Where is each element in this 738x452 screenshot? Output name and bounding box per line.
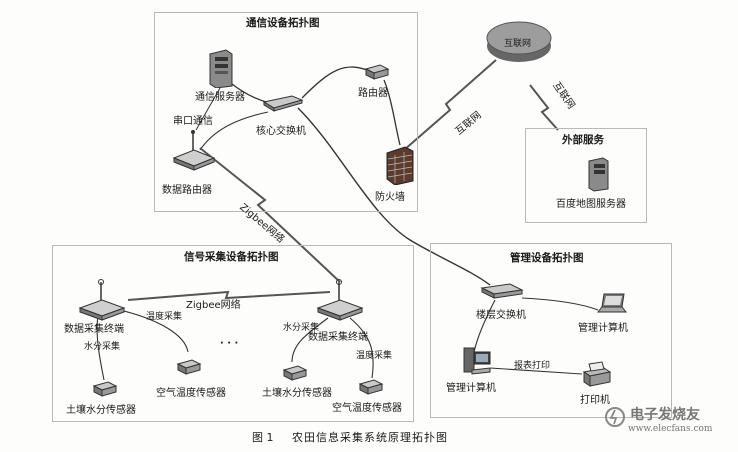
map-server-icon (588, 157, 609, 192)
floor-switch-label: 楼层交换机 (476, 310, 526, 321)
laptop-icon (596, 293, 628, 313)
air-temp-sensor-2-icon (358, 379, 384, 395)
data-router-label: 数据路由器 (162, 185, 212, 196)
laptop-pc-label: 管理计算机 (578, 323, 628, 334)
internet-cloud-label: 互联网 (504, 39, 532, 49)
terminal-right-label: 数据采集终端 (308, 332, 368, 343)
printer-label: 打印机 (580, 395, 610, 406)
terminal-left-icon (78, 279, 126, 321)
air-temp-sensor-2-label: 空气温度传感器 (332, 403, 402, 414)
watermark-logo-icon (605, 407, 625, 427)
external-panel (525, 128, 647, 223)
firewall-label: 防火墙 (375, 192, 405, 203)
server-icon (209, 49, 233, 88)
terminal-left-label: 数据采集终端 (64, 324, 124, 335)
comm-panel-title: 通信设备拓扑图 (246, 17, 320, 29)
floor-switch-icon (480, 283, 524, 299)
air-temp-sensor-1-icon (176, 359, 202, 375)
firewall-icon (386, 146, 414, 185)
internet-icon (486, 21, 552, 62)
printer-icon (582, 361, 612, 387)
watermark-cn: 电子发烧友 (630, 407, 700, 423)
external-panel-title: 外部服务 (562, 134, 604, 146)
watermark-en: www.elecfans.com (628, 424, 713, 434)
temp-collect-right-label: 温度采集 (356, 351, 393, 361)
report-print-label: 报表打印 (514, 361, 551, 371)
terminal-right-icon (316, 279, 364, 321)
switch-icon (262, 95, 304, 112)
desktop-pc-label: 管理计算机 (446, 383, 496, 394)
core-switch-label: 核心交换机 (256, 126, 306, 137)
temp-collect-left-label: 温度采集 (146, 312, 183, 322)
signal-panel (52, 245, 414, 422)
mgmt-panel (430, 243, 672, 418)
soil-sensor-2-label: 土壤水分传感器 (262, 388, 332, 399)
figure-caption: 农田信息采集系统原理拓扑图 (292, 431, 448, 444)
moisture-collect-right-label: 水分采集 (283, 323, 320, 333)
serial-comm-label: 串口通信 (173, 116, 213, 127)
soil-sensor-2-icon (282, 365, 308, 381)
soil-sensor-1-label: 土壤水分传感器 (66, 405, 136, 416)
data-router-icon (172, 130, 216, 171)
zigbee-horizontal-label: Zigbee网络 (186, 300, 241, 311)
moisture-collect-left-label: 水分采集 (84, 342, 121, 352)
desktop-pc-icon (463, 347, 491, 375)
air-temp-sensor-1-label: 空气温度传感器 (156, 388, 226, 399)
comm-panel (154, 12, 418, 212)
ellipsis-label: · · · (220, 338, 239, 349)
soil-sensor-1-icon (92, 381, 118, 397)
router-label: 路由器 (358, 88, 388, 99)
figure-number: 图 1 (252, 431, 274, 444)
mgmt-panel-title: 管理设备拓扑图 (510, 252, 584, 264)
baidu-server-label: 百度地图服务器 (556, 199, 626, 210)
signal-panel-title: 信号采集设备拓扑图 (184, 251, 279, 263)
comm-server-label: 通信服务器 (195, 92, 245, 103)
router-icon (364, 64, 390, 80)
